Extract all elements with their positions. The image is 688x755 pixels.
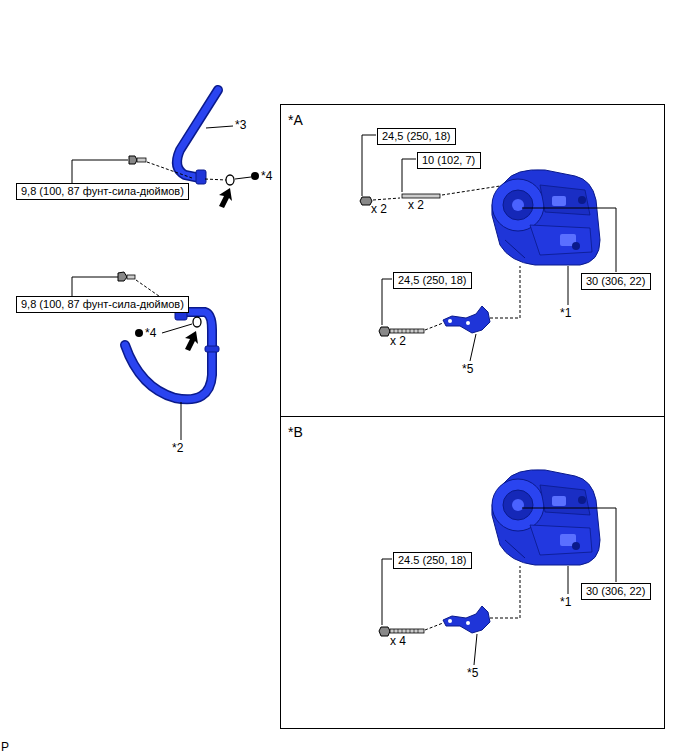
callout-label: x 2	[390, 334, 406, 348]
torque-value: 9,8 (100, 87 фунт-сила-дюймов)	[21, 297, 184, 312]
torque-box: 24.5 (250, 18)	[393, 552, 472, 569]
panel-letter: *A	[288, 112, 303, 128]
torque-value: 24,5 (250, 18)	[398, 273, 467, 288]
torque-value: 30 (306, 22)	[586, 274, 646, 289]
callout-label: x 4	[390, 634, 406, 648]
callout-label: *4	[261, 169, 272, 183]
panel-letter: *B	[288, 424, 303, 440]
callout-label: *3	[235, 118, 246, 132]
torque-box: 9,8 (100, 87 фунт-сила-дюймов)	[16, 183, 189, 200]
torque-box: 24,5 (250, 18)	[393, 272, 472, 289]
torque-box: 30 (306, 22)	[581, 273, 651, 290]
torque-value: 24.5 (250, 18)	[398, 553, 467, 568]
callout-label: x 2	[408, 198, 424, 212]
torque-box: 24,5 (250, 18)	[377, 128, 456, 145]
torque-box: 9,8 (100, 87 фунт-сила-дюймов)	[16, 296, 189, 313]
variant-panel: *B 24.5 (250, 18) 30 (306, 22)	[280, 416, 665, 729]
torque-box: 10 (102, 7)	[417, 152, 481, 169]
callout-label: *2	[172, 441, 183, 455]
callout-label: x 2	[371, 202, 387, 216]
torque-value: 24,5 (250, 18)	[382, 129, 451, 144]
callout-label: *4	[145, 326, 156, 340]
callout-label: *1	[560, 595, 571, 609]
callout-label: *1	[560, 306, 571, 320]
callout-label: P	[1, 740, 9, 754]
torque-value: 30 (306, 22)	[586, 584, 646, 599]
torque-value: 9,8 (100, 87 фунт-сила-дюймов)	[21, 184, 184, 199]
torque-box: 30 (306, 22)	[581, 583, 651, 600]
callout-label: *5	[462, 362, 473, 376]
callout-label: *5	[467, 666, 478, 680]
torque-value: 10 (102, 7)	[422, 153, 476, 168]
